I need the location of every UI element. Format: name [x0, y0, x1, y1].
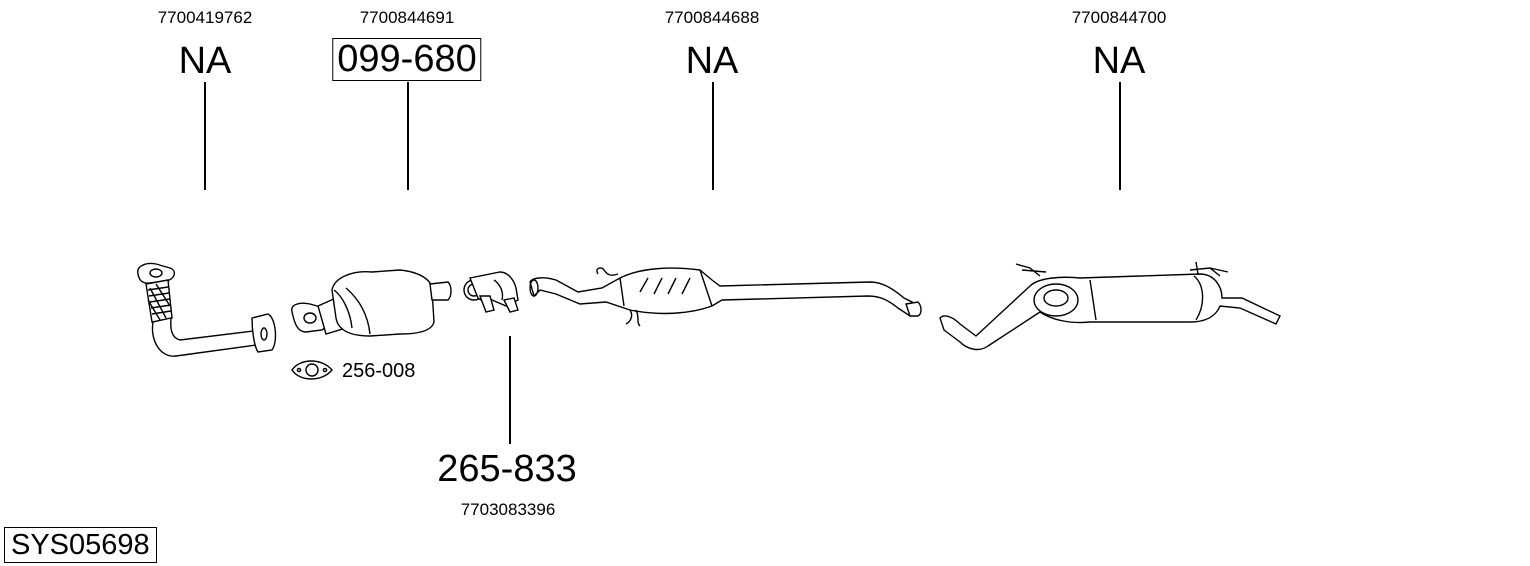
part-1-code: NA	[178, 40, 232, 82]
part-2-leader-line	[407, 82, 409, 190]
part-1-leader-line	[204, 82, 206, 190]
front-pipe-icon	[137, 262, 277, 357]
clamp-oe-number: 7703083396	[460, 500, 556, 519]
catalytic-converter-icon	[291, 269, 452, 337]
part-4-code: NA	[1092, 40, 1146, 82]
system-id-badge: SYS05698	[4, 527, 157, 563]
gasket-icon	[291, 360, 333, 380]
rear-silencer-icon	[939, 261, 1281, 351]
centre-silencer-icon	[529, 267, 922, 327]
part-3-code: NA	[685, 40, 739, 82]
clamp-icon	[463, 271, 519, 313]
part-3-oe-number: 7700844688	[664, 8, 760, 27]
clamp-leader-line	[509, 336, 511, 444]
part-1-oe-number: 7700419762	[157, 8, 253, 27]
part-2-oe-number: 7700844691	[359, 8, 455, 27]
part-3-leader-line	[712, 82, 714, 190]
part-2-code: 099-680	[332, 38, 482, 81]
part-4-oe-number: 7700844700	[1071, 8, 1167, 27]
gasket-code: 256-008	[342, 360, 416, 382]
part-4-leader-line	[1119, 82, 1121, 190]
clamp-code: 265-833	[437, 448, 577, 490]
